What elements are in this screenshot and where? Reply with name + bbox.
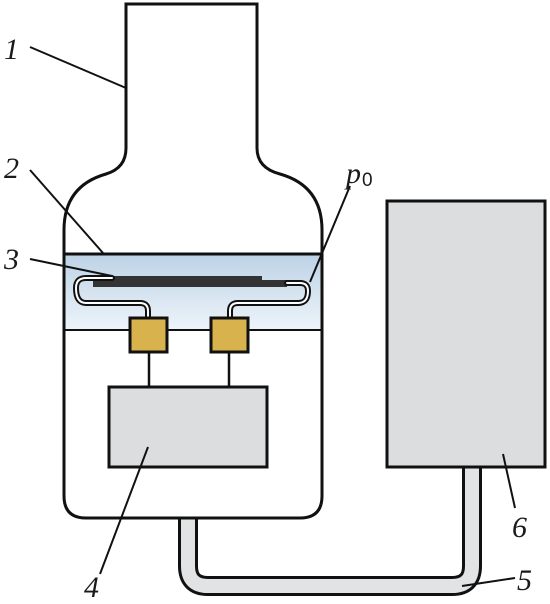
connecting-tube-fill — [181, 466, 479, 593]
liquid-layer — [65, 254, 321, 330]
left-sensor-pad — [128, 316, 169, 354]
leader-2 — [29, 169, 104, 254]
left-wire-inner — [74, 277, 149, 319]
right-sensor-pad — [209, 316, 250, 354]
leader-1 — [29, 46, 127, 89]
label-p: p — [344, 157, 361, 190]
leader-p0 — [309, 185, 351, 283]
measurement-unit-box — [107, 385, 269, 469]
sample-plate — [93, 280, 287, 287]
label-1: 1 — [4, 33, 19, 66]
label-p-subscript: 0 — [362, 170, 373, 191]
label-6: 6 — [512, 511, 527, 544]
external-unit-box — [385, 199, 547, 469]
label-2: 2 — [4, 152, 19, 185]
right-wire-inner — [229, 282, 310, 319]
label-5: 5 — [517, 564, 532, 597]
leader-5 — [461, 577, 516, 587]
leader-3 — [29, 258, 113, 277]
label-3: 3 — [3, 243, 19, 276]
leader-6 — [502, 453, 516, 509]
sample-plate-top — [112, 276, 262, 280]
label-4: 4 — [84, 571, 99, 604]
leader-4 — [99, 446, 149, 575]
